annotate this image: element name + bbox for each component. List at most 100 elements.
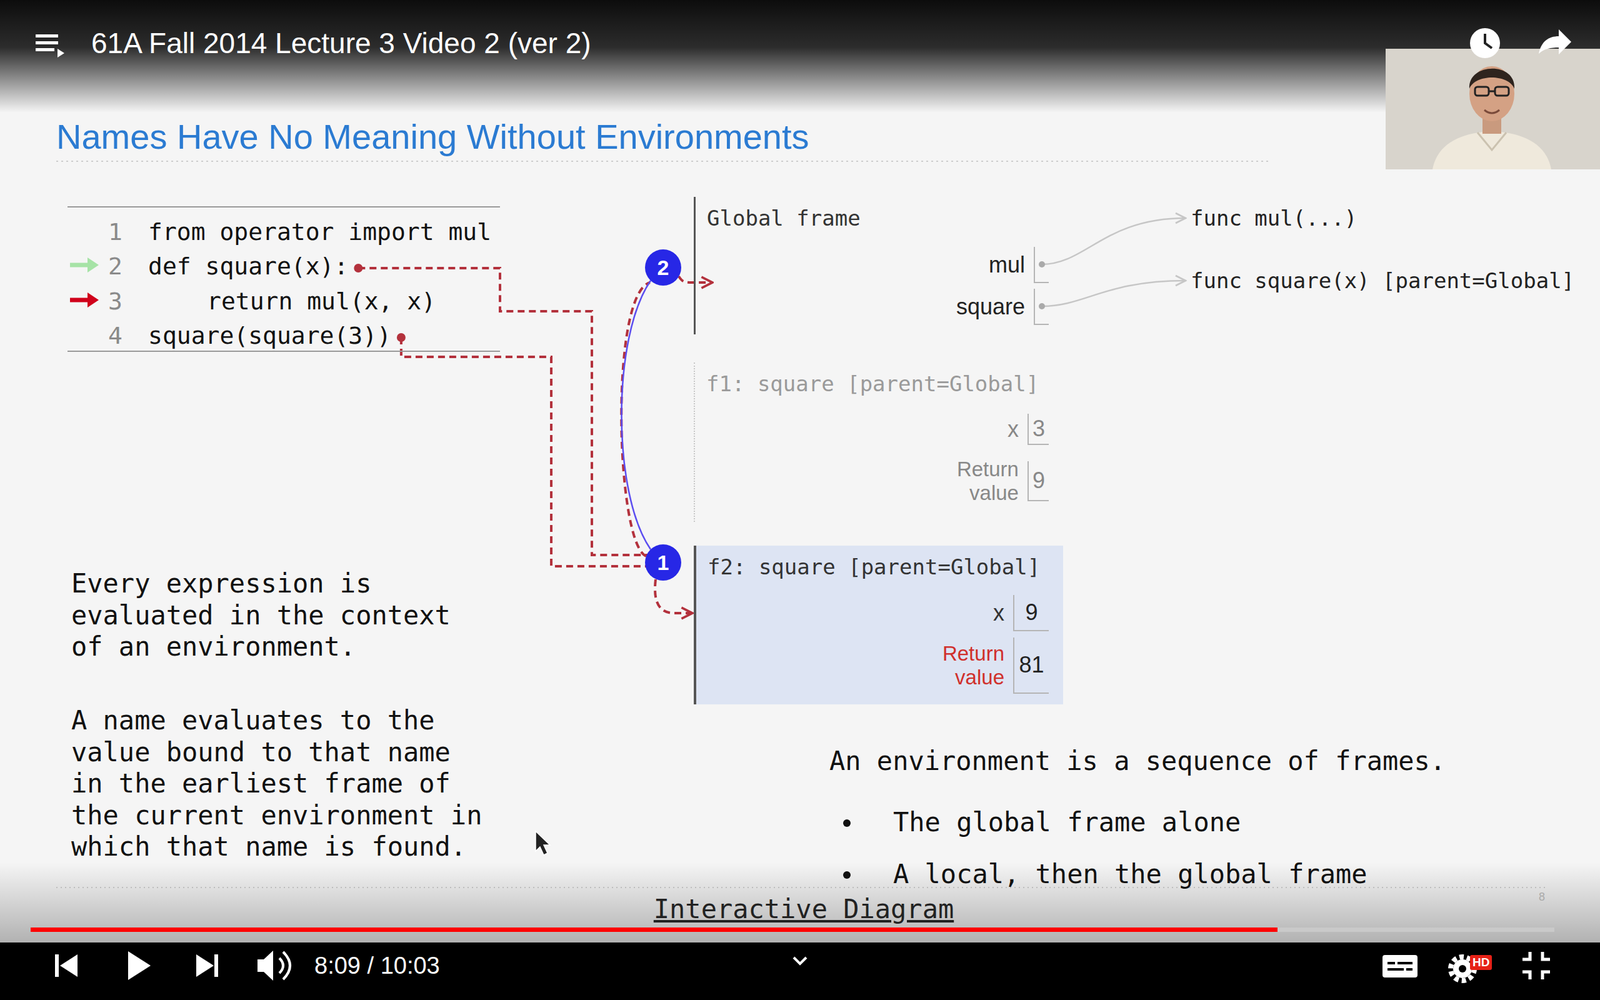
function-object-text: func square(x) [parent=Global]: [1190, 266, 1575, 295]
code-line: from operator import mul: [148, 216, 492, 247]
top-shade: [0, 0, 1600, 113]
bullet-text: A local, then the global frame: [893, 858, 1368, 890]
frame-header: f2: square [parent=Global]: [707, 553, 1040, 581]
settings-gear-hole: [1458, 965, 1467, 973]
frame-header-holder: f1: square [parent=Global]: [706, 370, 1039, 398]
line-number: 3: [108, 286, 123, 317]
frame-box: f2: square [parent=Global] x9Return value…: [693, 545, 1064, 705]
connector: [1041, 218, 1186, 265]
bullet-text-holder: A local, then the global frame: [893, 858, 1368, 890]
clock-hands: [1485, 33, 1492, 49]
origin-dot: [353, 263, 363, 273]
captions-line: [1397, 961, 1413, 965]
binding-value: 81: [1018, 651, 1044, 679]
connector: [401, 337, 647, 567]
progress-track: [30, 927, 1555, 932]
function-object: func square(x) [parent=Global]: [1190, 266, 1575, 295]
captions-line: [1387, 968, 1404, 971]
note-text: A name evaluates to the value bound to t…: [71, 705, 490, 864]
video-title: 61A Fall 2014 Lecture 3 Video 2 (ver 2): [91, 25, 592, 61]
menu-bar: [35, 48, 55, 52]
binding-name: Return value: [923, 641, 1005, 690]
line-number: 1: [108, 216, 123, 247]
frame-box: Global frame mul square: [693, 196, 1069, 335]
connector: [678, 276, 713, 283]
code-line-holder: square(square(3)): [148, 320, 392, 351]
previous-button: [55, 954, 59, 977]
menu-icon: [35, 34, 65, 58]
volume-wave: [283, 951, 290, 980]
current-line-arrow: [87, 292, 99, 308]
line-number-holder: 4: [108, 320, 123, 351]
mouse-cursor: [535, 831, 550, 855]
connector: [621, 280, 652, 550]
code-line: def square(x):: [148, 251, 349, 282]
more-chevron: [793, 957, 807, 964]
binding-slot: x9: [993, 595, 1049, 632]
link-text-holder: Interactive Diagram: [653, 894, 954, 925]
video-title-holder: 61A Fall 2014 Lecture 3 Video 2 (ver 2): [91, 25, 592, 61]
step-arrows: [70, 257, 99, 308]
connector: [655, 579, 693, 614]
menu-bar: [35, 41, 59, 45]
share-icon: [1538, 29, 1572, 55]
binding-name: x: [993, 600, 1005, 626]
captions-button: [1382, 955, 1418, 978]
webcam-inset: [1385, 48, 1600, 170]
callout-number: 1: [657, 550, 670, 575]
code-listing: 1 from operator import mul 2 def square(x):…: [67, 206, 500, 352]
binding-value: 3: [1032, 415, 1045, 442]
code-line: return mul(x, x): [206, 286, 436, 317]
time-display-holder: 8:09 / 10:03: [314, 951, 440, 980]
volume-wave: [279, 958, 284, 974]
step-circle: 1: [645, 544, 682, 581]
value-box: 9: [1013, 595, 1049, 632]
link-text: Interactive Diagram: [653, 894, 954, 925]
presenter-hair: [1469, 68, 1515, 89]
binding-name: square: [956, 293, 1025, 320]
frame-header-holder: Global frame: [706, 204, 861, 232]
frame-header-holder: f2: square [parent=Global]: [707, 553, 1040, 581]
captions-line: [1406, 968, 1413, 971]
line-number: 2: [108, 251, 123, 282]
previous-line-arrow: [70, 263, 89, 268]
hd-badge-holder: HD: [1470, 955, 1492, 970]
control-bar: [0, 942, 1600, 1000]
value-box: [1033, 246, 1049, 284]
bullet-text-holder: The global frame alone: [893, 806, 1241, 839]
current-line-arrow: [70, 298, 89, 303]
title-holder: Names Have No Meaning Without Environmen…: [56, 116, 810, 158]
line-number-holder: 3: [108, 286, 123, 317]
line-number-holder: 1: [108, 216, 123, 247]
pointer-dot: [1038, 261, 1045, 268]
value-box: [1033, 288, 1049, 325]
note-text-holder: An environment is a sequence of frames.: [829, 745, 1446, 777]
binding-slot: x3: [1007, 413, 1049, 445]
frame-header: f1: square [parent=Global]: [706, 370, 1039, 398]
binding-value: 9: [1025, 599, 1038, 626]
code-line-holder: def square(x):: [148, 251, 349, 282]
menu-bar: [35, 34, 59, 38]
progress-played: [30, 927, 1278, 932]
previous-button: [60, 954, 78, 977]
frame-box: f1: square [parent=Global] x3Return value…: [693, 362, 1069, 522]
bullet: [843, 819, 851, 827]
binding-name: mul: [988, 251, 1025, 278]
function-object: func mul(...): [1190, 204, 1357, 232]
watch-later-icon: [1470, 28, 1500, 59]
binding-name: Return value: [937, 457, 1019, 505]
settings-gear: [1453, 959, 1472, 979]
binding-name: x: [1007, 416, 1019, 442]
player-controls: [55, 950, 1550, 981]
clock-face: [1470, 28, 1500, 59]
play-button: [128, 951, 151, 980]
line-number: 4: [108, 320, 123, 351]
title-rule: [56, 160, 1271, 162]
pointer-dot: [1038, 303, 1045, 310]
value-box: 9: [1027, 461, 1049, 502]
previous-line-arrow: [87, 257, 99, 273]
value-box: 81: [1013, 637, 1049, 694]
next-button: [214, 954, 219, 977]
exit-fullscreen: [1522, 951, 1550, 980]
